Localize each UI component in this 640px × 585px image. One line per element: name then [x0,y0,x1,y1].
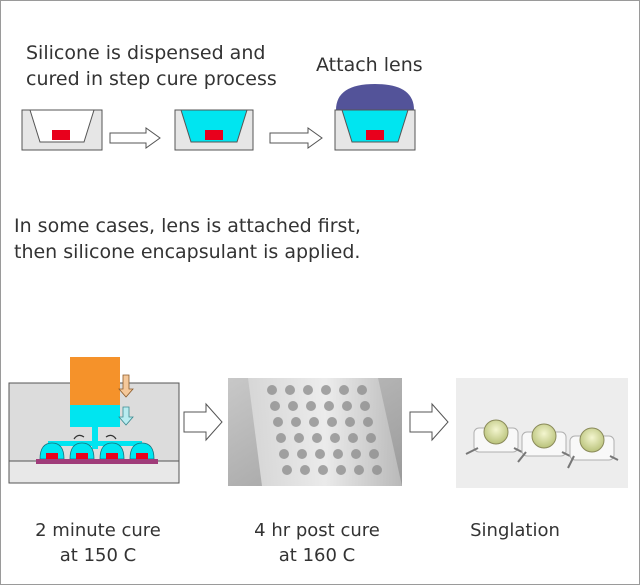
process-flow-top [21,84,416,151]
note-line2: then silicone encapsulant is applied. [14,241,361,263]
led-package [517,423,571,463]
caption-post-cure-line2: at 160 C [278,545,356,566]
led-package [567,427,619,469]
singlation-photo [456,378,628,488]
caption-post-cure: 4 hr post cure at 160 C [242,518,392,568]
attach-lens-label: Attach lens [316,54,423,76]
caption-molding-line2: at 150 C [59,545,137,566]
mold-block [70,357,120,405]
right-arrow-icon [183,402,223,442]
caption-singlation: Singlation [455,518,575,543]
led-chip [52,130,70,140]
package-empty [21,109,103,151]
led-package [465,419,523,455]
caption-post-cure-line1: 4 hr post cure [254,520,380,541]
right-arrow-icon [409,402,449,442]
caption-molding: 2 minute cure at 150 C [28,518,168,568]
note-line1: In some cases, lens is attached first, [14,215,361,237]
caption-singlation-line1: Singlation [470,520,560,541]
step1-text-line1: Silicone is dispensed and [26,42,266,64]
substrate [36,459,158,464]
down-arrow-icon [118,374,134,398]
note-text: In some cases, lens is attached first, t… [14,213,361,265]
silicone-reservoir [70,405,120,427]
lens-dome [336,84,414,110]
step1-text: Silicone is dispensed and cured in step … [26,40,277,92]
step1-text-line2: cured in step cure process [26,68,277,90]
package-with-lens [334,84,416,151]
led-chip [366,130,384,140]
right-arrow-icon [269,127,323,149]
down-arrow-icon [118,406,134,426]
package-silicone-filled [174,109,254,151]
led-chip [205,130,223,140]
molding-diagram [8,357,180,484]
caption-molding-line1: 2 minute cure [35,520,161,541]
post-cure-photo [228,378,402,486]
right-arrow-icon [109,127,161,149]
